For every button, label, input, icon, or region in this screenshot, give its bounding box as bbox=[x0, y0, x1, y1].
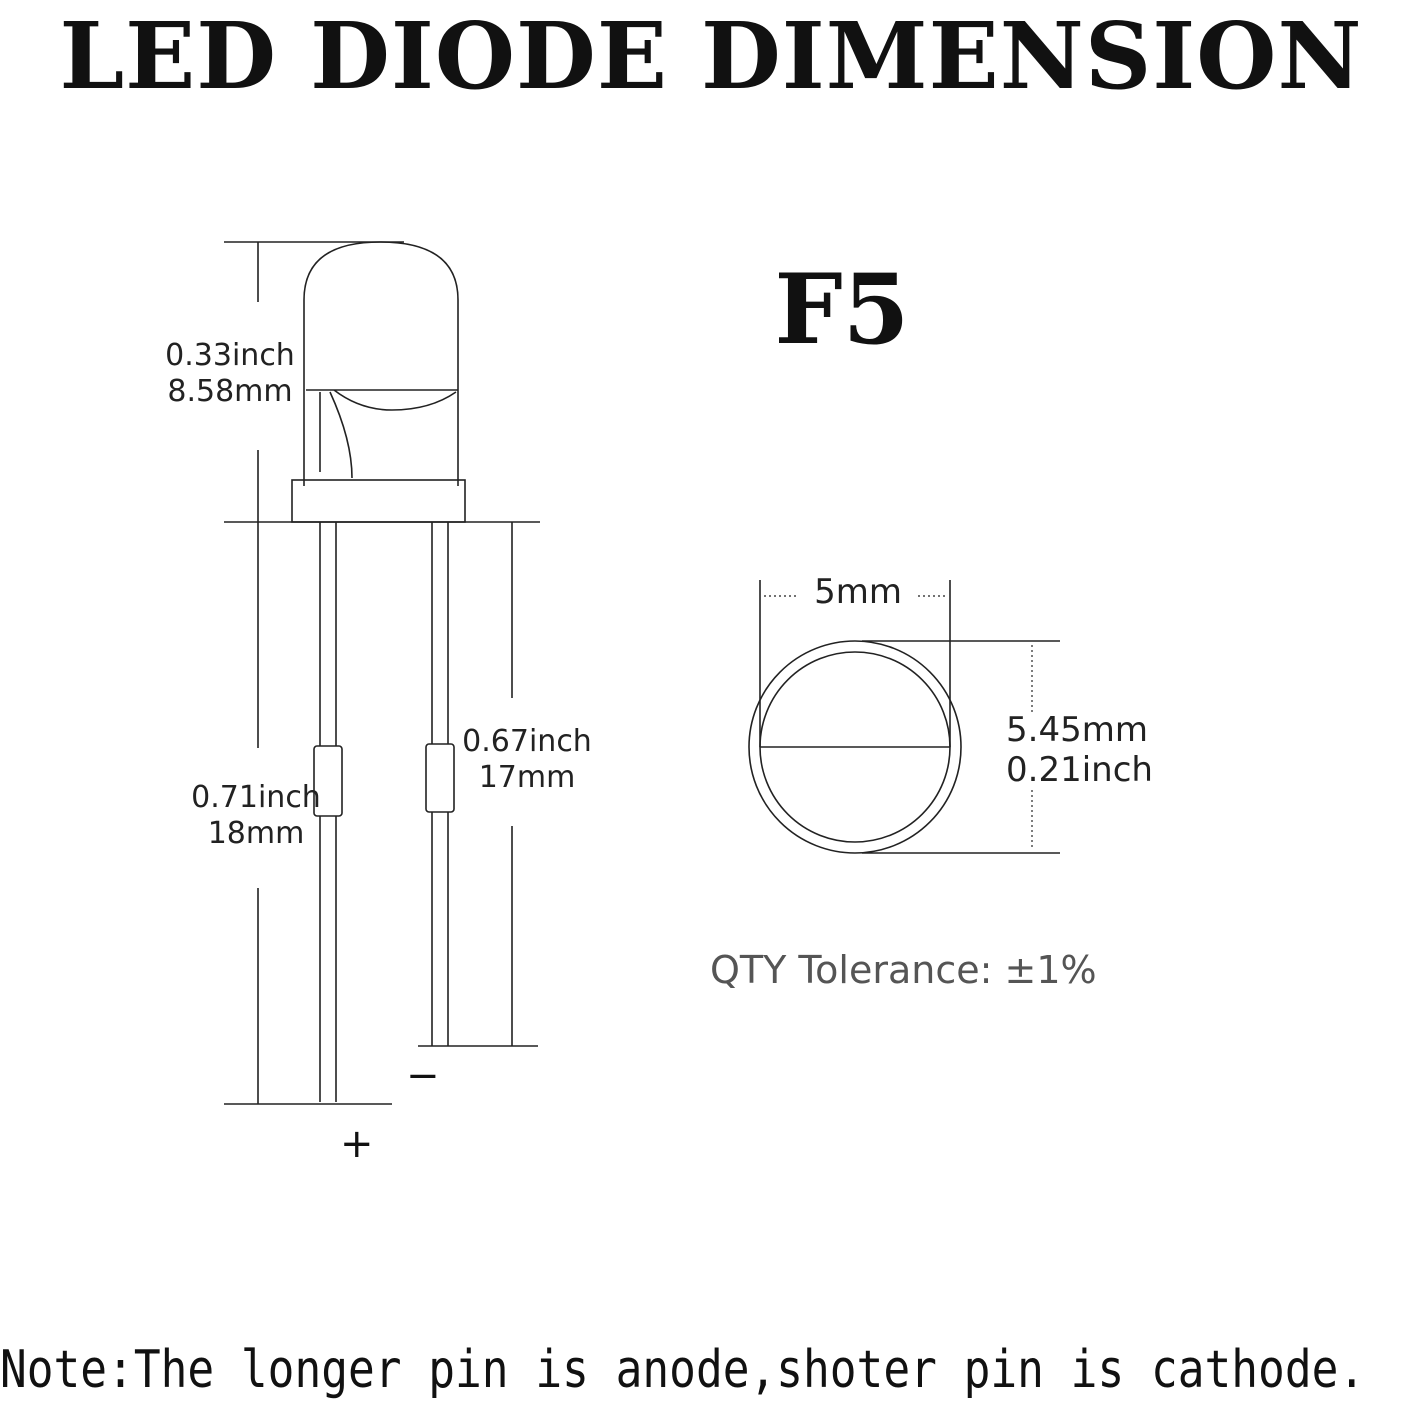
led-inner-lead-left bbox=[319, 391, 353, 479]
pin-note: Note:The longer pin is anode,shoter pin … bbox=[0, 1340, 1366, 1400]
flange-circle bbox=[748, 640, 962, 854]
anode-pin bbox=[319, 522, 337, 1102]
cathode-sign: − bbox=[406, 1053, 440, 1099]
led-lens-outline bbox=[303, 241, 459, 486]
cathode-pin bbox=[431, 522, 449, 1046]
lens-height-inch: 0.33inch bbox=[165, 338, 295, 373]
lens-diameter-label: 5mm bbox=[814, 572, 902, 612]
cathode-length-mm: 17mm bbox=[478, 760, 576, 795]
page-title: LED DIODE DIMENSION bbox=[59, 2, 1363, 110]
led-flange bbox=[291, 479, 466, 523]
cathode-length-inch: 0.67inch bbox=[462, 724, 592, 759]
flange-diameter-inch: 0.21inch bbox=[1006, 750, 1153, 790]
led-reflector bbox=[306, 389, 458, 411]
anode-length-inch: 0.71inch bbox=[191, 780, 321, 815]
tolerance-text: QTY Tolerance: ±1% bbox=[710, 948, 1097, 992]
anode-length-mm: 18mm bbox=[207, 816, 305, 851]
lens-height-mm: 8.58mm bbox=[167, 374, 293, 409]
anode-sign: + bbox=[340, 1121, 374, 1167]
anode-pin-bend bbox=[313, 745, 343, 817]
flange-diameter-mm: 5.45mm bbox=[1006, 710, 1148, 750]
model-label: F5 bbox=[774, 253, 910, 366]
cathode-pin-bend bbox=[425, 743, 455, 813]
